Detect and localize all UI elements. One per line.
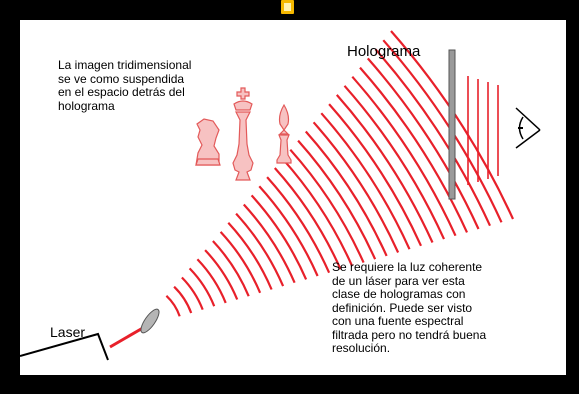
outgoing-waves [467, 76, 499, 185]
wavefront-arc [312, 121, 400, 253]
wavefront-arc [335, 94, 434, 243]
wavefront-arc [343, 85, 446, 240]
wavefront-arc [297, 139, 377, 260]
hologram-plate [448, 49, 456, 200]
wavefront-arc [219, 231, 262, 294]
wavefront-arc [374, 48, 491, 227]
window-marker-icon [281, 0, 294, 14]
wavefront-arc [304, 130, 388, 257]
chess-knight-icon [195, 118, 221, 166]
chess-bishop-icon [276, 103, 292, 164]
wavefront-arc [351, 75, 457, 237]
wavefront-arc [258, 185, 319, 277]
wavefront-arc [281, 158, 354, 267]
wavefront-arc [235, 212, 285, 287]
wavefront-arc [273, 167, 342, 270]
wavefront-arc [366, 57, 480, 230]
wavefront-arc [181, 276, 204, 310]
wavefront-arc [204, 249, 239, 300]
laser-requirement-note: Se requiere la luz coherente de un láser… [332, 260, 487, 355]
lens-icon [140, 308, 160, 334]
wavefront-arc [188, 267, 216, 307]
wavefronts [165, 30, 514, 317]
wavefront-arc [382, 39, 503, 223]
laser-label: Laser [50, 324, 86, 340]
wavefront-arc [173, 285, 193, 314]
wavefront-arc [242, 203, 296, 284]
wavefront-arc [212, 240, 250, 297]
hologram-label: Holograma [347, 43, 421, 60]
wavefront-arc [266, 176, 331, 274]
wavefront-arc [227, 221, 273, 290]
image-description-note: La imagen tridimensional se ve como susp… [58, 58, 192, 113]
wavefront-arc [359, 66, 469, 233]
wavefront-arc [390, 30, 514, 220]
chess-king-icon [232, 87, 254, 181]
wavefront-arc [250, 194, 308, 280]
diagram-canvas [20, 30, 541, 361]
wavefront-arc [320, 112, 411, 250]
wavefront-arc [196, 258, 227, 304]
eye-icon [515, 107, 541, 149]
wavefront-arc [289, 148, 365, 264]
wavefront-arc [328, 103, 423, 247]
laser-device-icon [20, 332, 109, 361]
wavefront-arc [165, 294, 181, 317]
hologram-diagram: Holograma Laser La imagen tridimensional… [20, 20, 566, 375]
